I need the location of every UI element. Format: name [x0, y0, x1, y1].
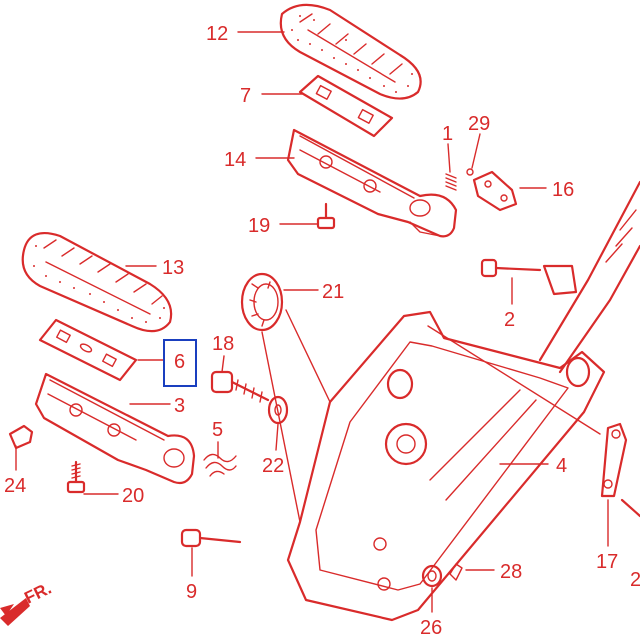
- bolt-19[interactable]: [316, 202, 336, 230]
- callout-6: 6: [174, 351, 185, 373]
- callout-2: 2: [504, 309, 515, 331]
- spring-5[interactable]: [203, 453, 237, 477]
- callout-5: 5: [212, 419, 223, 441]
- callout-17: 17: [596, 551, 618, 573]
- callout-28: 28: [500, 561, 522, 583]
- callout-26: 26: [420, 617, 442, 639]
- callout-19: 19: [248, 215, 270, 237]
- callout-29: 29: [468, 113, 490, 135]
- callout-22: 22: [262, 455, 284, 477]
- callout-3: 3: [174, 395, 185, 417]
- callout-1: 1: [442, 123, 453, 145]
- step-holder-plate[interactable]: [286, 310, 606, 622]
- callout-12: 12: [206, 23, 228, 45]
- highlight-box-6: [163, 339, 197, 387]
- callout-20: 20: [122, 485, 144, 507]
- detent-plate-16[interactable]: [472, 170, 518, 212]
- footpeg-bracket-upper[interactable]: [286, 128, 458, 238]
- callout-24: 24: [4, 475, 26, 497]
- footpeg-plate-upper[interactable]: [298, 74, 394, 138]
- spring-1[interactable]: [445, 173, 457, 191]
- front-direction-marker: FR.: [0, 579, 54, 626]
- callout-13: 13: [162, 257, 184, 279]
- callout-9: 9: [186, 581, 197, 603]
- footpeg-plate-lower[interactable]: [38, 318, 138, 382]
- bushing-21[interactable]: [240, 272, 284, 332]
- callout-18: 18: [212, 333, 234, 355]
- callout-4: 4: [556, 455, 567, 477]
- pin-24[interactable]: [8, 424, 34, 450]
- bolt-18[interactable]: [210, 370, 270, 403]
- pin-9[interactable]: [180, 528, 242, 548]
- footpeg-rubber-lower[interactable]: [21, 232, 173, 333]
- callouts: 12 7 14 19 1 29 16 13 21 2 18 6 3 5 4 22…: [4, 23, 640, 639]
- leader-lines: [15, 31, 609, 613]
- frame-rail: [538, 180, 640, 518]
- callout-7: 7: [240, 85, 251, 107]
- ball-29[interactable]: [466, 168, 474, 176]
- arm-17[interactable]: [600, 422, 628, 498]
- footpeg-bracket-lower[interactable]: [34, 372, 196, 485]
- cotter-pin-28[interactable]: [449, 563, 463, 581]
- callout-16: 16: [552, 179, 574, 201]
- bolt-20[interactable]: [66, 460, 86, 494]
- callout-27-partial: 2: [630, 569, 640, 591]
- callout-21: 21: [322, 281, 344, 303]
- nut-26[interactable]: [421, 564, 443, 588]
- footpeg-rubber-upper[interactable]: [279, 3, 422, 100]
- callout-14: 14: [224, 149, 246, 171]
- bolt-2[interactable]: [480, 258, 542, 278]
